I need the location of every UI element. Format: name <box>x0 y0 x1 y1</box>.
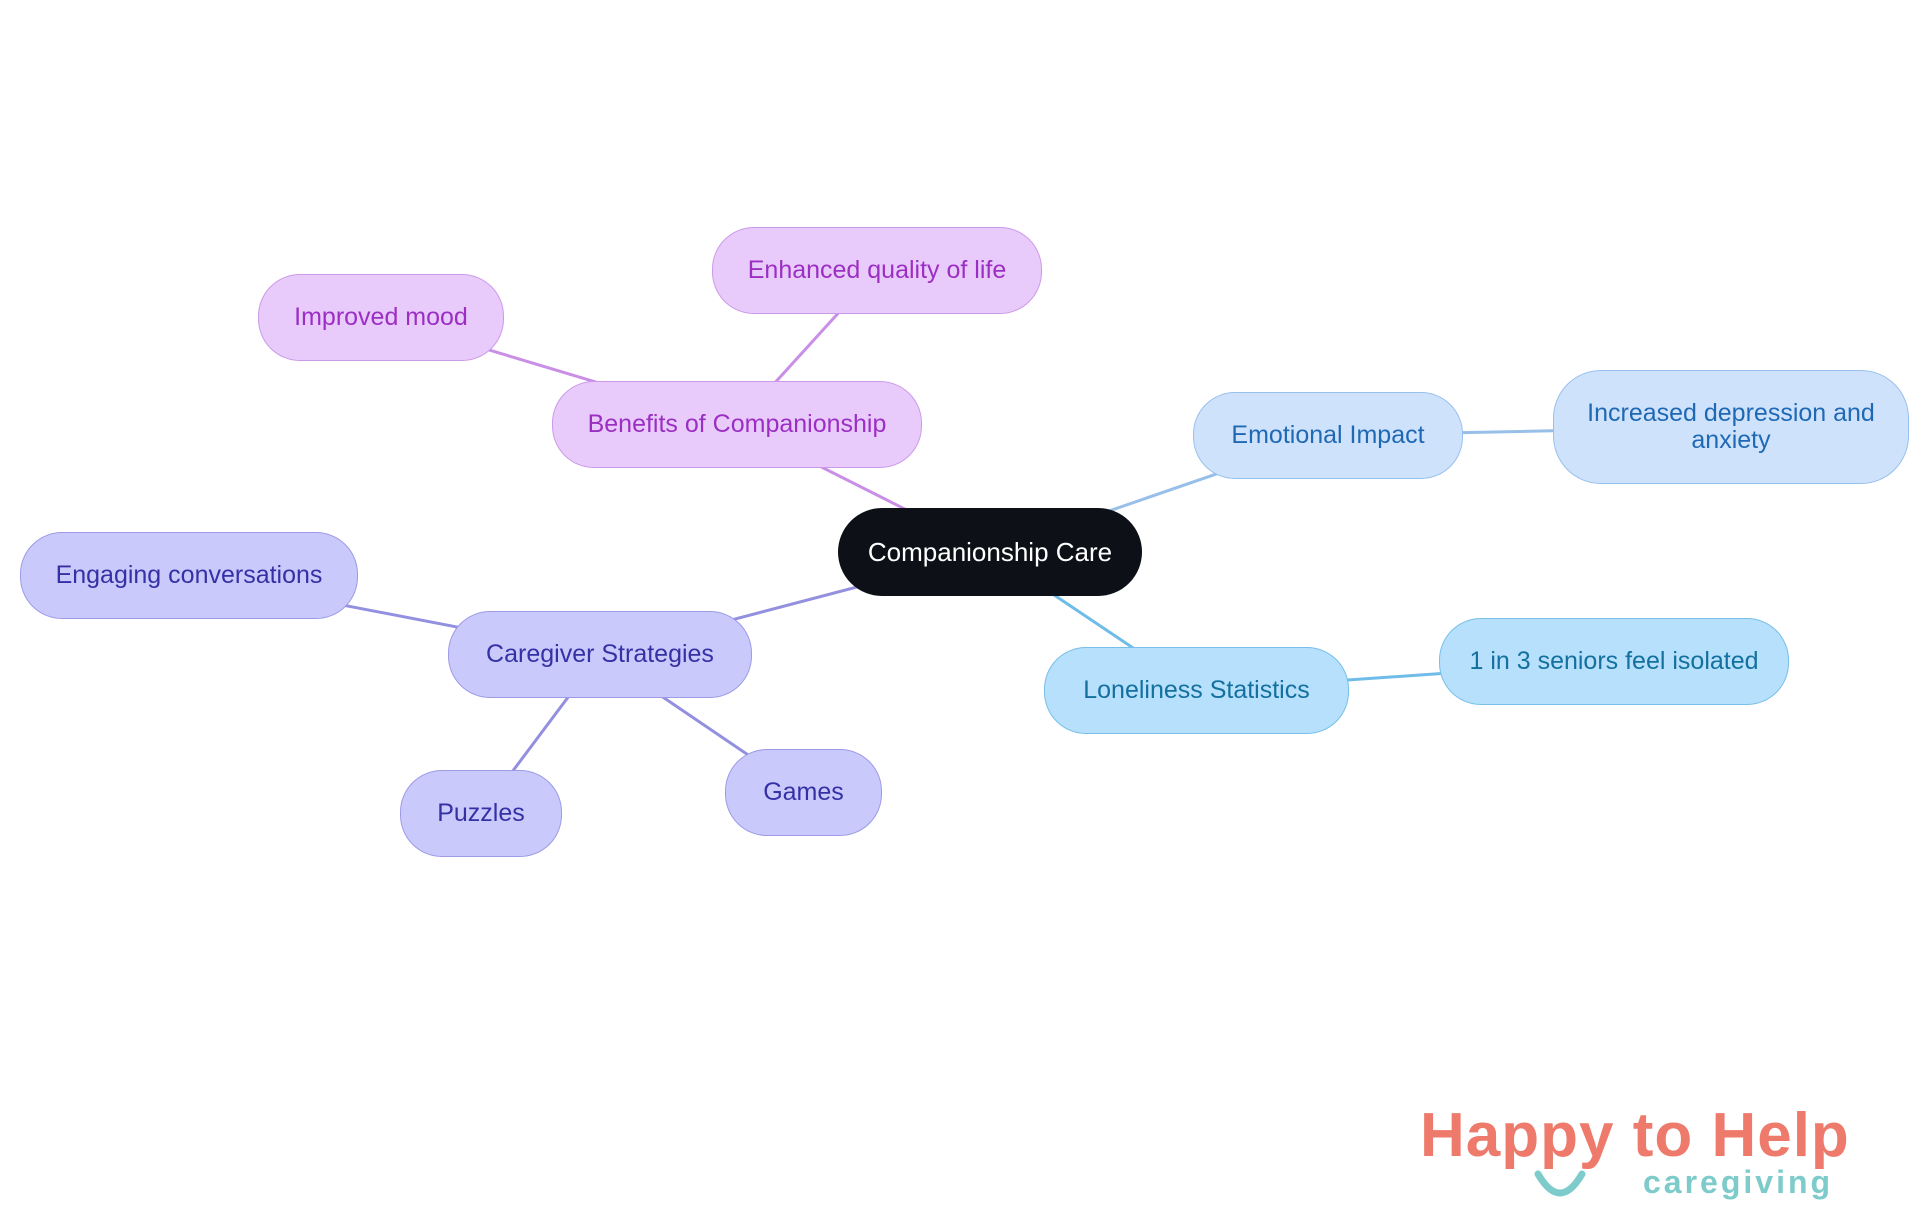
happy-to-help-logo: Happy to Help caregiving <box>1420 1100 1890 1200</box>
node-1-in-3-seniors-feel-isolated[interactable]: 1 in 3 seniors feel isolated <box>1439 618 1789 705</box>
node-emotional-impact[interactable]: Emotional Impact <box>1193 392 1463 479</box>
node-puzzles[interactable]: Puzzles <box>400 770 562 857</box>
logo-subtitle: caregiving <box>1643 1164 1834 1200</box>
node-benefits-of-companionship[interactable]: Benefits of Companionship <box>552 381 922 468</box>
node-loneliness-statistics[interactable]: Loneliness Statistics <box>1044 647 1349 734</box>
node-improved-mood[interactable]: Improved mood <box>258 274 504 361</box>
logo-title: Happy to Help <box>1420 1101 1850 1170</box>
node-caregiver-strategies[interactable]: Caregiver Strategies <box>448 611 752 698</box>
node-engaging-conversations[interactable]: Engaging conversations <box>20 532 358 619</box>
node-root[interactable]: Companionship Care <box>838 508 1142 596</box>
node-enhanced-quality-of-life[interactable]: Enhanced quality of life <box>712 227 1042 314</box>
node-increased-depression-and-anxiety[interactable]: Increased depression and anxiety <box>1553 370 1909 484</box>
node-games[interactable]: Games <box>725 749 882 836</box>
smile-icon <box>1534 1170 1586 1197</box>
